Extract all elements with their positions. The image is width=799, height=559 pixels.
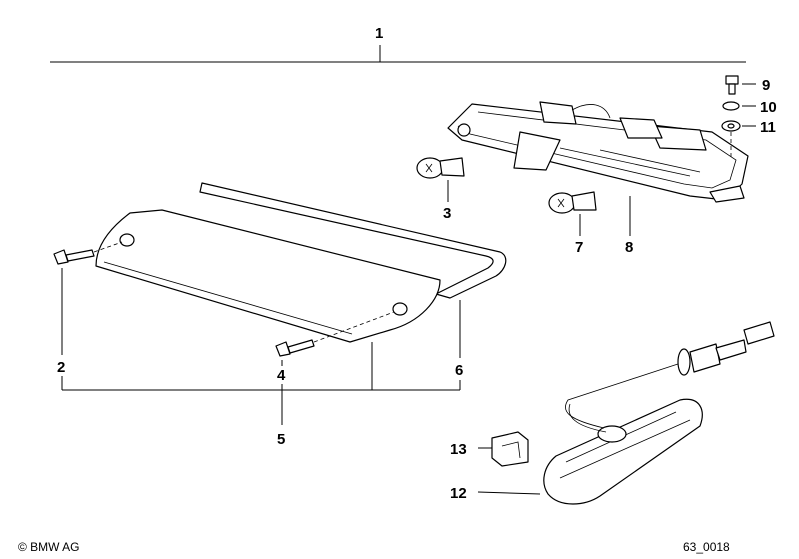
lamp-housing — [447, 101, 749, 203]
washer-10 — [722, 101, 740, 111]
copyright-text: © BMW AG — [18, 540, 80, 554]
leaders-upper — [447, 83, 756, 236]
assembly-leader-1 — [50, 45, 746, 63]
screw-2 — [53, 241, 123, 265]
side-marker-12 — [477, 321, 775, 505]
screw-4 — [275, 311, 395, 357]
callout-8: 8 — [625, 239, 633, 256]
screw-9 — [725, 75, 739, 95]
callout-4: 4 — [277, 367, 286, 384]
callout-5: 5 — [277, 431, 285, 448]
callout-6: 6 — [455, 362, 463, 379]
callout-9: 9 — [762, 77, 770, 94]
callout-12: 12 — [450, 485, 467, 502]
callout-13: 13 — [450, 441, 467, 458]
callout-3: 3 — [443, 205, 451, 222]
bulb-3 — [416, 157, 465, 179]
callout-1: 1 — [375, 25, 383, 42]
drawing-number: 63_0018 — [683, 540, 730, 554]
callout-10: 10 — [760, 99, 777, 116]
bulb-7 — [548, 191, 597, 214]
lens-5 — [95, 209, 441, 343]
clip-13 — [478, 431, 529, 467]
washer-11 — [721, 120, 741, 132]
callout-7: 7 — [575, 239, 583, 256]
callout-2: 2 — [57, 359, 65, 376]
callout-11: 11 — [760, 119, 776, 136]
group-bracket — [61, 268, 461, 425]
